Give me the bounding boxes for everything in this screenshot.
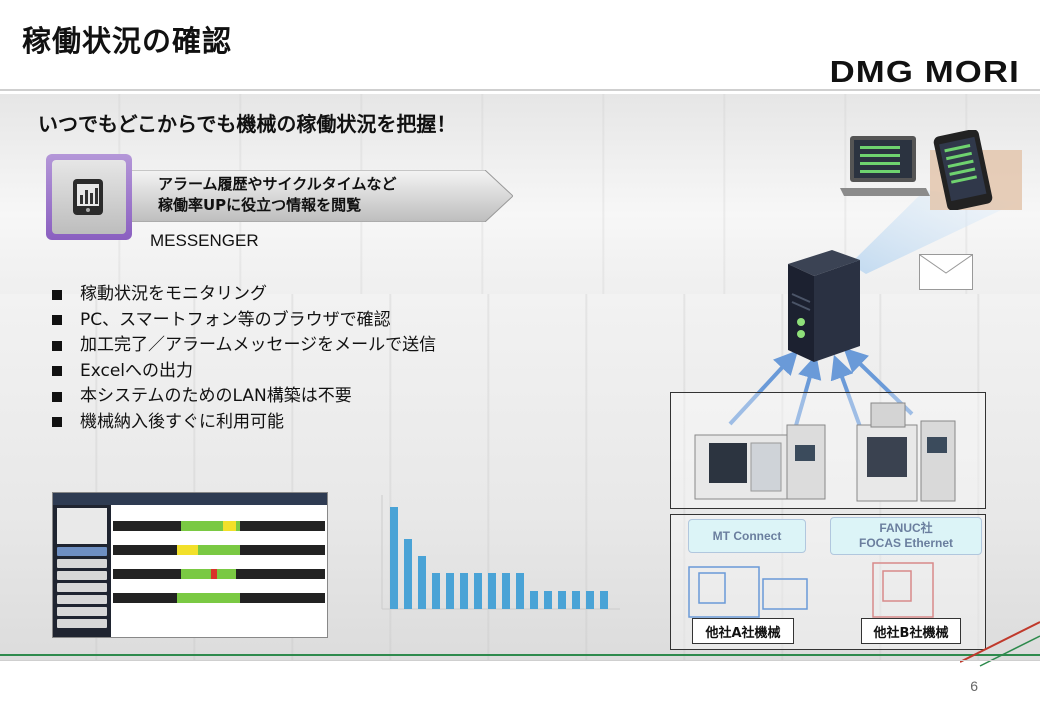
brand-logo: DMG MORI xyxy=(829,54,1020,89)
fanuc-focas-badge: FANUC社 FOCAS Ethernet xyxy=(830,517,982,555)
timeline-bar xyxy=(113,569,325,579)
machine-thumbnail xyxy=(57,508,107,544)
feature-text: 加工完了／アラームメッセージをメールで送信 xyxy=(80,335,437,355)
banner-line-2: 稼働率UPに役立つ情報を閲覧 xyxy=(158,196,362,214)
sidebar-item xyxy=(57,607,107,616)
feature-list: 稼動状況をモニタリング PC、スマートフォン等のブラウザで確認 加工完了／アラー… xyxy=(52,282,436,435)
fanuc-focas-label: FANUC社 FOCAS Ethernet xyxy=(858,521,953,550)
top-divider xyxy=(0,89,1040,91)
floor-line xyxy=(0,654,1040,656)
software-screenshot xyxy=(52,492,328,638)
feature-item: 本システムのためのLAN構築は不要 xyxy=(52,384,436,410)
sidebar-item xyxy=(57,619,107,628)
feature-item: 機械納入後すぐに利用可能 xyxy=(52,410,436,436)
decorative-lines xyxy=(960,621,1040,667)
bullet-icon xyxy=(52,340,62,351)
bottom-divider xyxy=(0,660,1040,661)
screenshot-header xyxy=(53,493,327,505)
hero-headline: いつでもどこからでも機械の稼働状況を把握！ xyxy=(38,112,457,136)
bullet-icon xyxy=(52,289,62,300)
feature-item: 稼動状況をモニタリング xyxy=(52,282,436,308)
timeline-bar xyxy=(113,521,325,531)
envelope-icon xyxy=(919,254,973,290)
banner-line-1: アラーム履歴やサイクルタイムなど xyxy=(158,175,397,193)
dmg-machines-frame xyxy=(670,392,986,509)
server-icon xyxy=(788,250,860,362)
messenger-app-icon[interactable] xyxy=(46,154,132,240)
tablet-chart-icon xyxy=(73,179,103,215)
timeline-bar xyxy=(113,593,325,603)
bullet-icon xyxy=(52,315,62,326)
mt-connect-label: MT Connect xyxy=(712,528,782,543)
app-name-label: MESSENGER xyxy=(150,231,259,250)
feature-item: Excelへの出力 xyxy=(52,359,436,385)
page-number: 6 xyxy=(970,678,978,694)
bullet-icon xyxy=(52,391,62,402)
sidebar-item xyxy=(57,559,107,568)
slide-title: 稼働状況の確認 xyxy=(22,24,233,58)
hero-panel: いつでもどこからでも機械の稼働状況を把握！ アラーム履歴やサイクルタイムなど 稼… xyxy=(0,94,1040,660)
screenshot-sidebar xyxy=(53,505,111,637)
sidebar-item xyxy=(57,583,107,592)
feature-text: 機械納入後すぐに利用可能 xyxy=(80,411,284,432)
feature-text: PC、スマートフォン等のブラウザで確認 xyxy=(80,309,391,330)
screenshot-timeline xyxy=(113,507,325,635)
feature-text: Excelへの出力 xyxy=(80,360,194,381)
timeline-bar xyxy=(113,545,325,555)
alarm-bar-chart xyxy=(381,495,620,610)
bullet-icon xyxy=(52,417,62,428)
feature-text: 稼動状況をモニタリング xyxy=(80,284,267,304)
sidebar-item xyxy=(57,595,107,604)
feature-item: PC、スマートフォン等のブラウザで確認 xyxy=(52,308,436,334)
feature-banner: アラーム履歴やサイクルタイムなど 稼働率UPに役立つ情報を閲覧 xyxy=(130,170,513,222)
smartphone-icon xyxy=(930,130,1022,210)
cnc-machine-icon xyxy=(856,402,956,502)
laptop-icon xyxy=(840,136,930,196)
feature-item: 加工完了／アラームメッセージをメールで送信 xyxy=(52,333,436,359)
sidebar-item xyxy=(57,571,107,580)
sidebar-item xyxy=(57,547,107,556)
cnc-machine-icon xyxy=(694,424,826,500)
company-a-label: 他社A社機械 xyxy=(692,618,794,644)
bullet-icon xyxy=(52,366,62,377)
mt-connect-badge: MT Connect xyxy=(688,519,806,553)
cnc-machine-icon xyxy=(872,562,934,618)
cnc-machine-icon xyxy=(688,566,808,618)
company-b-label: 他社B社機械 xyxy=(861,618,961,644)
feature-text: 本システムのためのLAN構築は不要 xyxy=(80,386,352,406)
